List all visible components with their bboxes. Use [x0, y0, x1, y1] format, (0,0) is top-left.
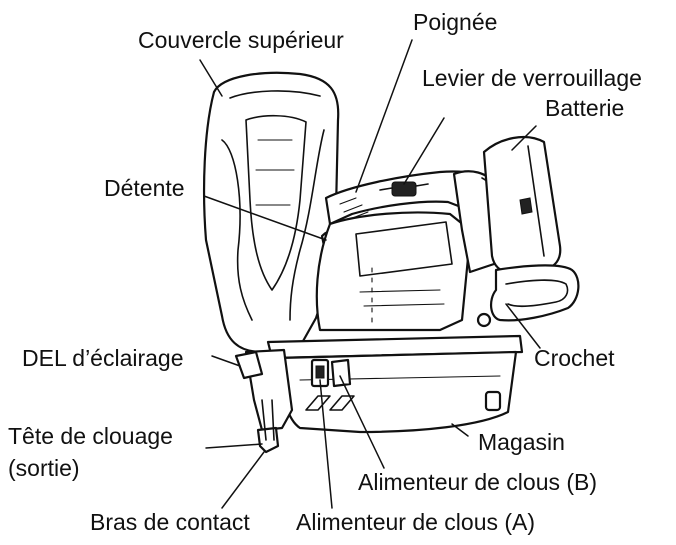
- hook-inner: [505, 279, 569, 307]
- label-trigger: Détente: [104, 175, 185, 201]
- hook-shape: [490, 264, 580, 322]
- body-vent-line: [359, 289, 445, 307]
- label-battery: Batterie: [545, 95, 624, 121]
- label-nose-line2: (sortie): [8, 455, 80, 481]
- nailer-illustration: [202, 71, 580, 454]
- nose-tip: [256, 426, 280, 454]
- magazine-end-latch: [484, 390, 502, 412]
- top-cover-rib-right: [289, 129, 325, 321]
- nail-feeder-b-shape: [330, 358, 352, 388]
- label-hook: Crochet: [534, 345, 615, 371]
- led-window: [234, 350, 264, 380]
- label-handle: Poignée: [413, 9, 497, 35]
- battery-terminal: [519, 197, 533, 215]
- label-led: DEL d’éclairage: [22, 345, 184, 371]
- hook-pivot: [476, 312, 492, 328]
- label-nail-feeder-a: Alimenteur de clous (A): [296, 509, 535, 535]
- top-cover-inner-panel: [245, 114, 307, 291]
- top-cover-rib-left: [221, 139, 253, 321]
- body-housing-window: [355, 221, 453, 277]
- label-magazine: Magasin: [478, 429, 565, 455]
- battery-edge: [527, 145, 545, 257]
- callout-labels: Couvercle supérieur Poignée Levier de ve…: [8, 9, 642, 535]
- nail-feeder-a-inner: [315, 365, 325, 379]
- contact-arm-shape: [261, 399, 275, 441]
- label-lock-lever: Levier de verrouillage: [422, 65, 642, 91]
- label-nose-line1: Tête de clouage: [8, 423, 173, 449]
- magazine-slots: [305, 395, 355, 411]
- label-top-cover: Couvercle supérieur: [138, 27, 344, 53]
- lock-lever-shape: [379, 181, 429, 197]
- label-nail-feeder-b: Alimenteur de clous (B): [358, 469, 597, 495]
- top-cover-ridge: [229, 90, 321, 99]
- leader-lines: [199, 39, 541, 509]
- label-contact-arm: Bras de contact: [90, 509, 250, 535]
- top-cover-groove: [255, 139, 295, 206]
